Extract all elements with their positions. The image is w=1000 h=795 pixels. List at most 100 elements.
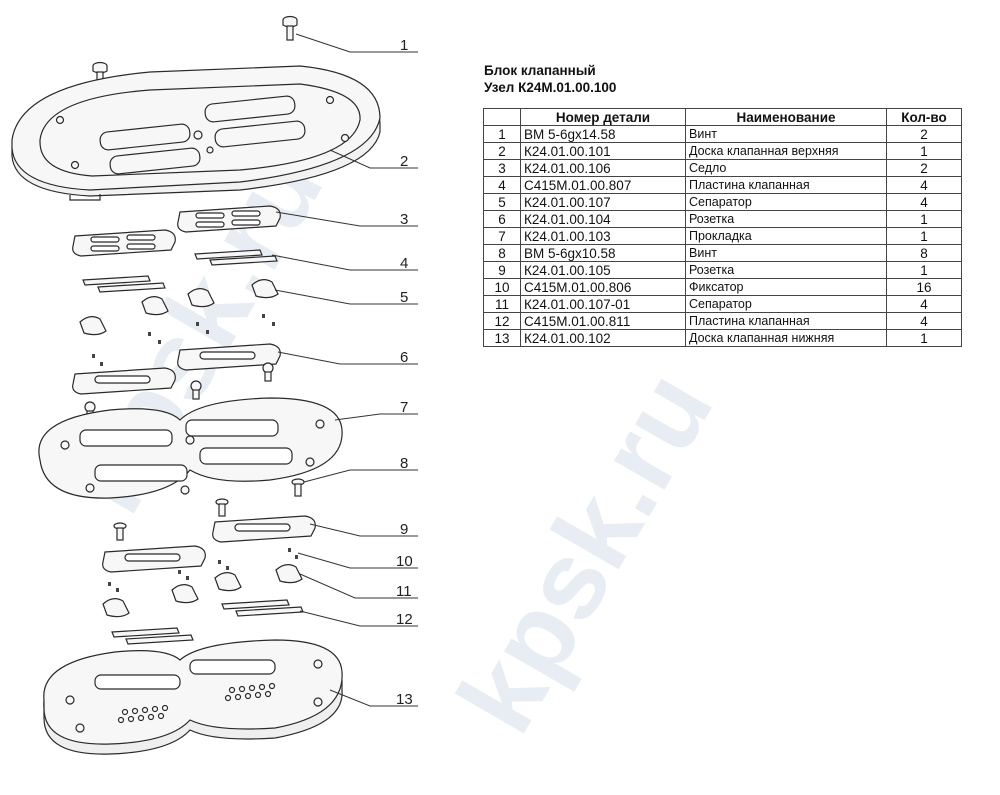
row-name: Винт	[685, 244, 887, 262]
callout-10: 10	[396, 553, 413, 570]
part-3-seats	[72, 205, 281, 257]
row-name: Розетка	[685, 261, 887, 279]
part-5-separators	[79, 279, 279, 336]
row-name: Пластина клапанная	[685, 176, 887, 194]
row-num: 12	[483, 312, 521, 330]
row-qty: 4	[886, 312, 962, 330]
part-12-valve-strips	[111, 599, 304, 645]
row-name: Винт	[685, 125, 887, 143]
row-qty: 1	[886, 142, 962, 160]
row-qty: 2	[886, 125, 962, 143]
row-code: ВМ 5-6gх10.58	[520, 244, 686, 262]
row-name: Доска клапанная верхняя	[685, 142, 887, 160]
header-num	[483, 108, 521, 126]
part-11-separators	[102, 564, 303, 618]
row-name: Сепаратор	[685, 193, 887, 211]
row-qty: 1	[886, 210, 962, 228]
callout-3: 3	[400, 211, 408, 228]
row-name: Прокладка	[685, 227, 887, 245]
row-qty: 1	[886, 227, 962, 245]
row-num: 3	[483, 159, 521, 177]
row-qty: 4	[886, 193, 962, 211]
part-9-rosettes	[102, 515, 316, 573]
callout-4: 4	[400, 255, 408, 272]
row-num: 2	[483, 142, 521, 160]
row-code: К24.01.00.107	[520, 193, 686, 211]
row-qty: 2	[886, 159, 962, 177]
row-qty: 4	[886, 176, 962, 194]
callout-2: 2	[400, 153, 408, 170]
part-2-upper-plate	[11, 65, 381, 201]
row-num: 1	[483, 125, 521, 143]
row-code: К24.01.00.106	[520, 159, 686, 177]
row-num: 8	[483, 244, 521, 262]
header-qty: Кол-во	[886, 108, 962, 126]
row-num: 6	[483, 210, 521, 228]
row-num: 13	[483, 329, 521, 347]
row-num: 5	[483, 193, 521, 211]
callout-12: 12	[396, 611, 413, 628]
part-1-screws	[92, 15, 298, 87]
row-qty: 4	[886, 295, 962, 313]
row-num: 9	[483, 261, 521, 279]
header-code: Номер детали	[520, 108, 686, 126]
row-qty: 8	[886, 244, 962, 262]
row-name: Пластина клапанная	[685, 312, 887, 330]
assembly-title-line2: Узел К24М.01.00.100	[484, 80, 617, 95]
exploded-diagram: 1 2 3 4 5 6 7 8 9 10 11 12 13	[11, 15, 418, 755]
leader-lines	[271, 33, 418, 707]
callout-6: 6	[400, 349, 408, 366]
fixators-upper	[92, 314, 275, 366]
row-num: 4	[483, 176, 521, 194]
part-7-gasket	[38, 397, 343, 499]
row-code: К24.01.00.105	[520, 261, 686, 279]
row-num: 7	[483, 227, 521, 245]
row-code: ВМ 5-6gх14.58	[520, 125, 686, 143]
part-8-screws	[113, 478, 305, 541]
callout-numbers: 1 2 3 4 5 6 7 8 9 10 11 12 13	[396, 37, 413, 708]
row-code: С415М.01.00.806	[520, 278, 686, 296]
callout-7: 7	[400, 399, 408, 416]
callout-9: 9	[400, 521, 408, 538]
row-qty: 1	[886, 329, 962, 347]
row-qty: 16	[886, 278, 962, 296]
row-name: Сепаратор	[685, 295, 887, 313]
row-code: К24.01.00.102	[520, 329, 686, 347]
row-code: К24.01.00.104	[520, 210, 686, 228]
row-code: К24.01.00.103	[520, 227, 686, 245]
assembly-title: Блок клапанный Узел К24М.01.00.100	[484, 62, 616, 96]
header-name: Наименование	[685, 108, 887, 126]
row-code: С415М.01.00.811	[520, 312, 686, 330]
parts-table-header: Номер детали Наименование Кол-во	[483, 108, 962, 126]
callout-8: 8	[400, 455, 408, 472]
row-name: Доска клапанная нижняя	[685, 329, 887, 347]
row-name: Розетка	[685, 210, 887, 228]
part-6-rosettes	[72, 343, 281, 421]
callout-11: 11	[396, 583, 412, 600]
row-code: С415М.01.00.807	[520, 176, 686, 194]
row-code: К24.01.00.107-01	[520, 295, 686, 313]
part-10-fixators	[108, 548, 298, 592]
callout-1: 1	[400, 37, 408, 54]
row-name: Седло	[685, 159, 887, 177]
callout-5: 5	[400, 289, 408, 306]
assembly-title-line1: Блок клапанный	[484, 63, 596, 78]
watermark-text-right: kpsk.ru	[434, 352, 736, 752]
row-qty: 1	[886, 261, 962, 279]
row-name: Фиксатор	[685, 278, 887, 296]
